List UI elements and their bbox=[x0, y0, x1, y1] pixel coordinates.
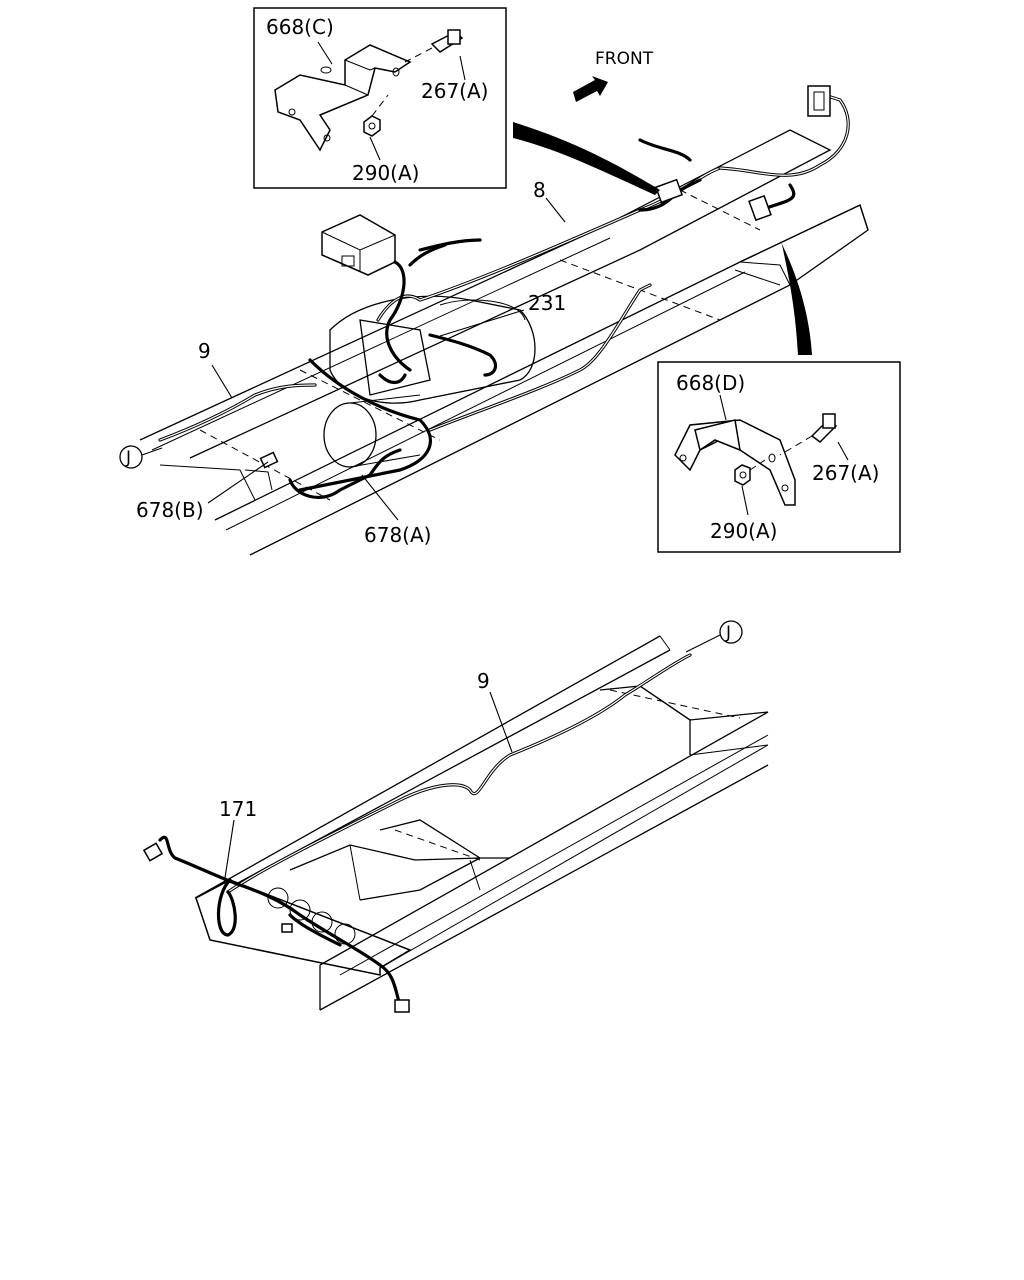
label-171: 171 bbox=[219, 797, 257, 821]
label-connector-j-bottom: J bbox=[725, 623, 731, 643]
label-connector-j-top: J bbox=[125, 448, 131, 468]
label-231: 231 bbox=[528, 291, 566, 315]
lower-harness-wires bbox=[142, 653, 692, 1013]
detail-box-c bbox=[253, 7, 507, 189]
connector-j-bottom-marker bbox=[685, 620, 743, 653]
label-267a-d: 267(A) bbox=[812, 461, 879, 485]
front-label: FRONT bbox=[595, 49, 654, 69]
label-290a-d: 290(A) bbox=[710, 519, 777, 543]
label-harness-8: 8 bbox=[533, 178, 546, 202]
upper-harness-wires bbox=[158, 85, 850, 500]
front-arrow bbox=[573, 76, 608, 102]
label-678b: 678(B) bbox=[136, 498, 204, 522]
label-668c: 668(C) bbox=[266, 15, 334, 39]
detail-box-d bbox=[657, 361, 901, 553]
label-678a: 678(A) bbox=[364, 523, 431, 547]
label-290a-c: 290(A) bbox=[352, 161, 419, 185]
connector-j-top-marker bbox=[119, 445, 163, 469]
label-harness-9-top: 9 bbox=[198, 339, 211, 363]
label-267a-c: 267(A) bbox=[421, 79, 488, 103]
leader-lines bbox=[207, 41, 849, 885]
part-labels: FRONT 668(C) 267(A) 290(A) 668(D) 267(A)… bbox=[125, 15, 879, 821]
callout-wedges bbox=[513, 122, 812, 355]
label-harness-9-bottom: 9 bbox=[477, 669, 490, 693]
label-668d: 668(D) bbox=[676, 371, 745, 395]
